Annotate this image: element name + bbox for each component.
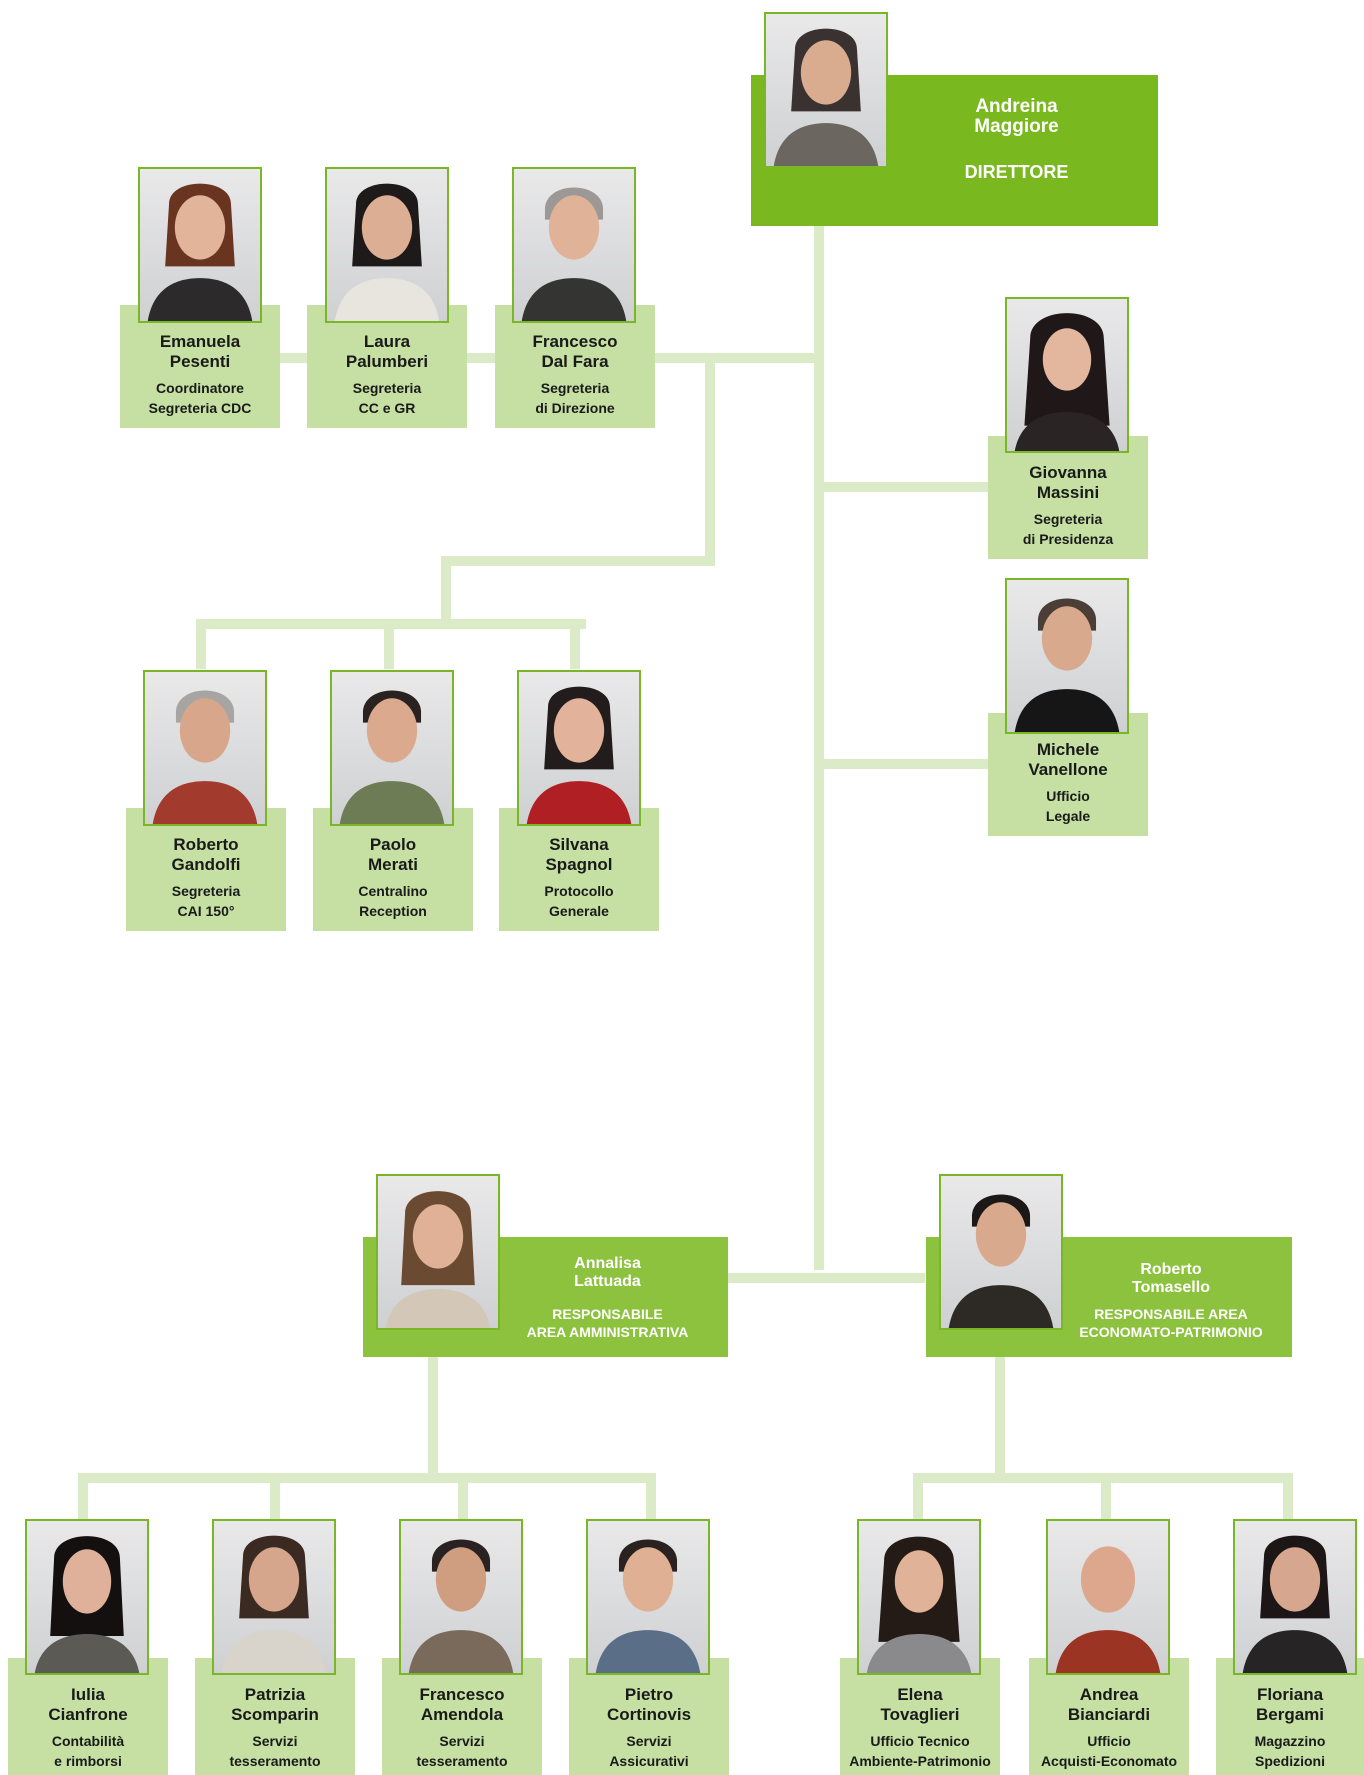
connector bbox=[725, 1273, 925, 1283]
portrait-photo bbox=[939, 1174, 1063, 1330]
connector bbox=[384, 619, 394, 669]
connector bbox=[570, 619, 580, 669]
portrait-photo bbox=[143, 670, 267, 826]
portrait-photo bbox=[376, 1174, 500, 1330]
connector bbox=[78, 1473, 88, 1523]
connector bbox=[441, 556, 451, 629]
person-role: DIRETTORE bbox=[964, 162, 1069, 182]
portrait-photo bbox=[1005, 297, 1129, 453]
connector bbox=[705, 353, 715, 566]
portrait-photo bbox=[399, 1519, 523, 1675]
connector bbox=[814, 482, 989, 492]
portrait-photo bbox=[517, 670, 641, 826]
connector bbox=[1101, 1473, 1111, 1523]
portrait-photo bbox=[330, 670, 454, 826]
connector bbox=[814, 222, 824, 1270]
connector bbox=[913, 1473, 923, 1523]
connector bbox=[196, 619, 206, 669]
portrait-photo bbox=[764, 12, 888, 168]
portrait-photo bbox=[1233, 1519, 1357, 1675]
portrait-photo bbox=[857, 1519, 981, 1675]
portrait-photo bbox=[325, 167, 449, 323]
connector bbox=[270, 1473, 280, 1523]
portrait-photo bbox=[25, 1519, 149, 1675]
connector bbox=[646, 1473, 656, 1523]
portrait-photo bbox=[1005, 578, 1129, 734]
connector bbox=[78, 1473, 656, 1483]
portrait-photo bbox=[212, 1519, 336, 1675]
portrait-photo bbox=[138, 167, 262, 323]
connector bbox=[458, 1473, 468, 1523]
portrait-photo bbox=[586, 1519, 710, 1675]
connector bbox=[814, 759, 989, 769]
portrait-photo bbox=[512, 167, 636, 323]
connector bbox=[1283, 1473, 1293, 1523]
connector bbox=[428, 1356, 438, 1478]
connector bbox=[995, 1356, 1005, 1478]
connector bbox=[441, 556, 715, 566]
portrait-photo bbox=[1046, 1519, 1170, 1675]
